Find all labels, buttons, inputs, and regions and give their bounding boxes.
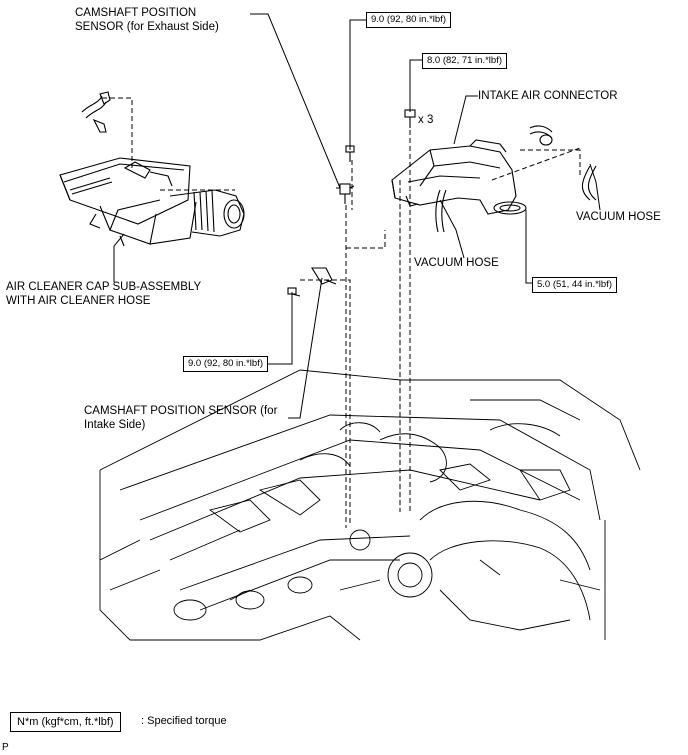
camshaft-sensor-exhaust-illustration — [336, 183, 355, 204]
air-cleaner-cap-illustration — [59, 157, 245, 247]
camshaft-sensor-intake-illustration — [311, 267, 337, 285]
legend-description: : Specified torque — [141, 715, 227, 727]
air-cleaner-cap-label-line1: AIR CLEANER CAP SUB-ASSEMBLY — [6, 281, 202, 293]
vacuum-hose-center-illustration — [435, 189, 447, 233]
alignment-lines — [102, 97, 581, 528]
vacuum-hose-right-label: VACUUM HOSE — [576, 211, 661, 223]
engine-illustration — [99, 369, 641, 641]
quantity-label: x 3 — [418, 114, 434, 126]
corner-mark: P — [2, 742, 9, 753]
air-cleaner-cap-label-line2: WITH AIR CLEANER HOSE — [6, 295, 151, 307]
camshaft-sensor-intake-label-line2: Intake Side) — [84, 419, 146, 431]
vacuum-hose-right-illustration — [529, 125, 597, 201]
vacuum-hose-center-label: VACUUM HOSE — [414, 257, 499, 269]
torque-spec-box-2: 8.0 (82, 71 in.*lbf) — [422, 53, 507, 69]
torque-spec-box-3: 5.0 (51, 44 in.*lbf) — [532, 277, 617, 293]
intake-air-connector-label: INTAKE AIR CONNECTOR — [478, 90, 618, 102]
bolts — [287, 109, 416, 297]
camshaft-sensor-intake-label-line1: CAMSHAFT POSITION SENSOR (for — [84, 405, 278, 417]
torque-spec-box-1: 9.0 (92, 80 in.*lbf) — [366, 12, 451, 28]
torque-spec-box-4: 9.0 (92, 80 in.*lbf) — [183, 356, 268, 372]
camshaft-sensor-exhaust-label-line1: CAMSHAFT POSITION — [75, 7, 197, 19]
camshaft-sensor-exhaust-label-line2: SENSOR (for Exhaust Side) — [75, 21, 219, 33]
legend-unit-box: N*m (kgf*cm, ft.*lbf) — [10, 712, 121, 732]
small-hose-illustration — [81, 91, 111, 133]
leader-lines — [113, 13, 601, 419]
intake-air-connector-illustration — [391, 139, 527, 215]
